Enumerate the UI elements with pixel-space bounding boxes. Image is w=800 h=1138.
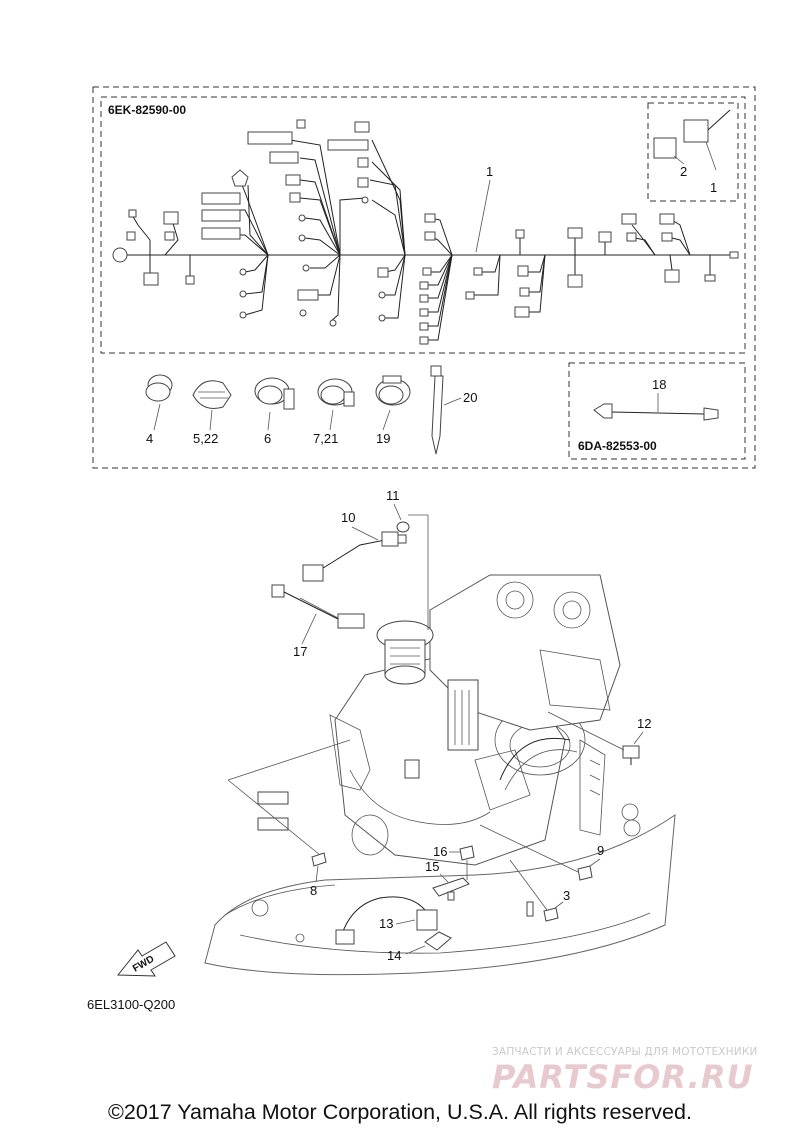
sub-harness-code: 6DA-82553-00 (578, 439, 657, 453)
screw-3 (509, 859, 559, 922)
callout-9: 9 (597, 843, 604, 858)
clamp-7-21 (317, 378, 355, 407)
bolt-9 (479, 824, 593, 881)
clamp-19 (375, 375, 411, 406)
callout-16: 16 (433, 844, 447, 859)
callout-5-22: 5,22 (193, 431, 218, 446)
watermark-tagline: ЗАПЧАСТИ И АКСЕССУАРЫ ДЛЯ МОТОТЕХНИКИ (492, 1046, 758, 1058)
clamp-5-22 (192, 380, 232, 409)
sensor-17 (271, 584, 365, 629)
callout-13: 13 (379, 916, 393, 931)
kit-frame (92, 86, 756, 469)
engine-assembly (204, 574, 676, 976)
cap-14 (424, 931, 452, 951)
callout-1-inset: 1 (710, 180, 717, 195)
callout-15: 15 (425, 859, 439, 874)
switch-12 (547, 711, 640, 765)
watermark-logo: PARTSFOR.RU (492, 1058, 753, 1096)
clamp-parts (145, 365, 444, 455)
callout-11: 11 (386, 488, 400, 503)
fwd-arrow-icon: FWD (116, 941, 176, 977)
callout-18: 18 (652, 377, 666, 392)
callout-20: 20 (463, 390, 477, 405)
clamp-6 (254, 377, 295, 410)
callout-12: 12 (637, 716, 651, 731)
callout-8: 8 (310, 883, 317, 898)
relay-bracket (227, 739, 351, 867)
callout-10: 10 (341, 510, 355, 525)
callout-2: 2 (680, 164, 687, 179)
temperature-sensor-10 (302, 521, 410, 582)
diagram-reference: 6EL3100-Q200 (87, 997, 175, 1012)
callout-17: 17 (293, 644, 307, 659)
wire-harness (112, 109, 739, 345)
callout-4: 4 (146, 431, 153, 446)
callout-14: 14 (387, 948, 401, 963)
cable-tie-20 (430, 365, 444, 455)
sub-harness-18 (593, 403, 719, 421)
callout-7-21: 7,21 (313, 431, 338, 446)
callout-1: 1 (486, 164, 493, 179)
bracket-15 (432, 877, 470, 901)
callout-3: 3 (563, 888, 570, 903)
callout-19: 19 (376, 431, 390, 446)
harness-kit-code: 6EK-82590-00 (108, 103, 186, 117)
callout-6: 6 (264, 431, 271, 446)
bolt-16 (459, 845, 475, 880)
copyright-notice: ©2017 Yamaha Motor Corporation, U.S.A. A… (108, 1100, 692, 1124)
connector-13 (335, 896, 438, 945)
clamp-4 (145, 374, 173, 402)
